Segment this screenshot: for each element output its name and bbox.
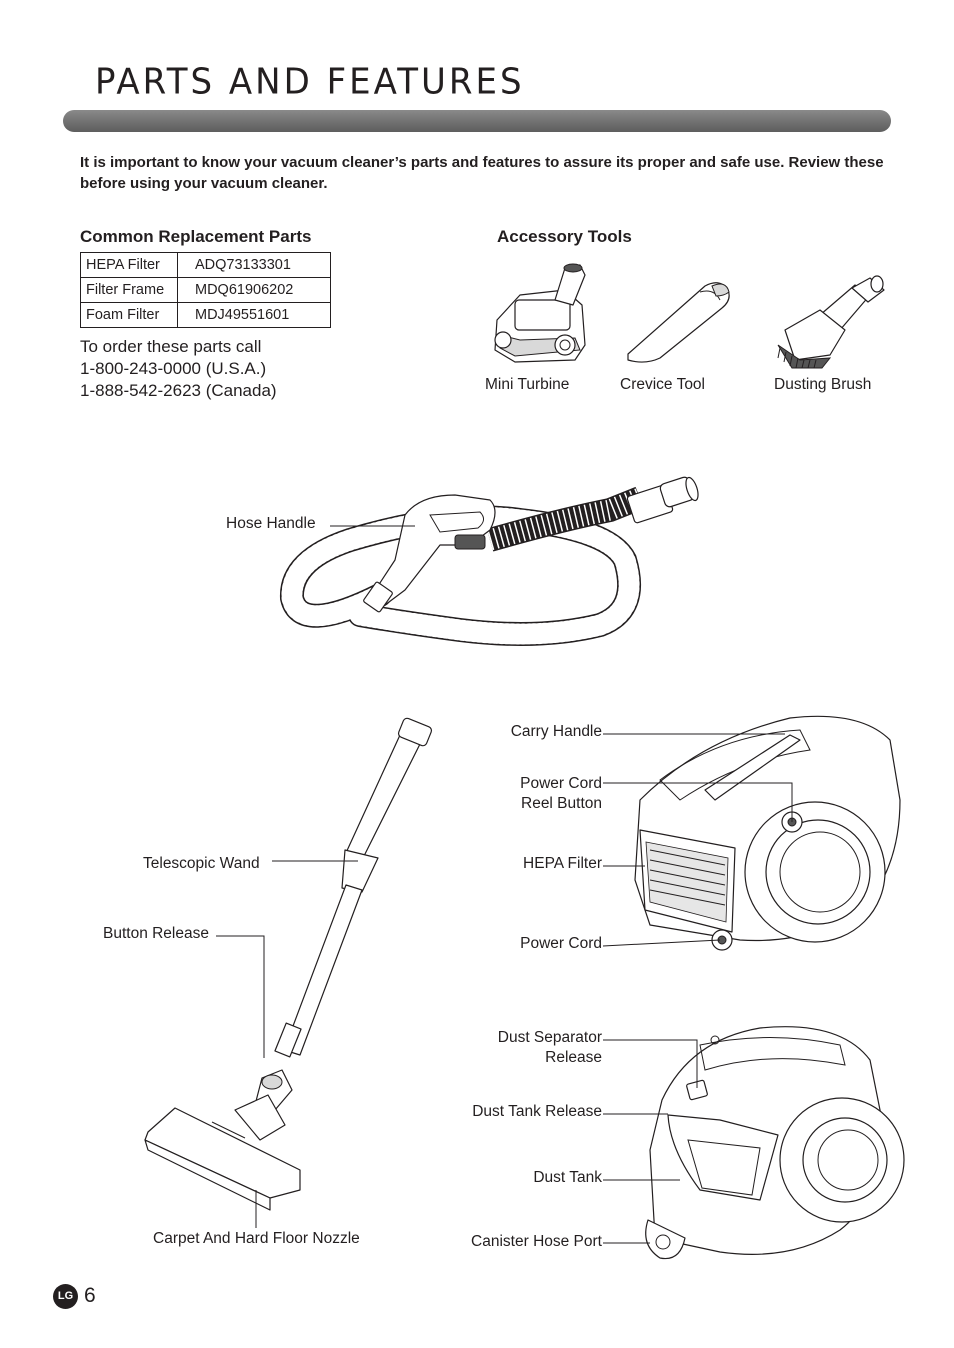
intro-text: It is important to know your vacuum clea…: [80, 154, 884, 192]
part-name: HEPA Filter: [80, 252, 178, 278]
order-phone-usa: 1-800-243-0000 (U.S.A.): [80, 359, 267, 378]
label-power-cord-reel-line2: Reel Button: [521, 795, 602, 812]
label-dust-separator-line1: Dust Separator: [497, 1029, 602, 1046]
label-canister-hose-port: Canister Hose Port: [471, 1233, 602, 1250]
label-carpet-nozzle: Carpet And Hard Floor Nozzle: [153, 1230, 360, 1247]
lg-logo-icon: LG: [53, 1284, 78, 1309]
label-telescopic-wand: Telescopic Wand: [143, 855, 260, 872]
table-row: Filter Frame MDQ61906202: [80, 277, 331, 303]
order-info: To order these parts call 1-800-243-0000…: [80, 336, 277, 402]
label-power-cord: Power Cord: [520, 935, 602, 952]
part-code: MDQ61906202: [177, 277, 331, 303]
order-phone-canada: 1-888-542-2623 (Canada): [80, 381, 277, 400]
label-hepa-filter: HEPA Filter: [523, 855, 602, 872]
label-button-release: Button Release: [103, 925, 209, 942]
page-number: 6: [84, 1284, 96, 1307]
label-power-cord-reel-line1: Power Cord: [520, 775, 602, 792]
dusting-brush-caption: Dusting Brush: [774, 376, 872, 393]
accessory-tools-heading: Accessory Tools: [497, 227, 632, 246]
wand-illustration: [144, 717, 433, 1211]
table-row: Foam Filter MDJ49551601: [80, 302, 331, 328]
label-carry-handle: Carry Handle: [510, 723, 602, 740]
label-dust-tank-release: Dust Tank Release: [472, 1103, 602, 1120]
title-divider-bar: [63, 110, 891, 132]
part-name: Foam Filter: [80, 302, 178, 328]
table-row: HEPA Filter ADQ73133301: [80, 252, 331, 278]
label-dust-separator-line2: Release: [545, 1049, 602, 1066]
label-dust-tank: Dust Tank: [533, 1169, 602, 1186]
order-line: To order these parts call: [80, 337, 262, 356]
page-title: PARTS AND FEATURES: [95, 61, 525, 103]
part-name: Filter Frame: [80, 277, 178, 303]
replacement-parts-table: HEPA Filter ADQ73133301 Filter Frame MDQ…: [80, 252, 331, 328]
canister-illustration-top: [634, 715, 901, 951]
part-code: MDJ49551601: [177, 302, 331, 328]
leader-lines: [216, 525, 793, 1244]
crevice-tool-illustration: [627, 282, 730, 363]
label-hose-handle: Hose Handle: [226, 515, 316, 532]
crevice-tool-caption: Crevice Tool: [620, 376, 706, 393]
mini-turbine-caption: Mini Turbine: [485, 376, 570, 393]
canister-illustration-bottom: [645, 1026, 905, 1260]
mini-turbine-illustration: [494, 263, 586, 363]
replacement-parts-heading: Common Replacement Parts: [80, 227, 312, 246]
hose-illustration: [280, 476, 699, 646]
dusting-brush-illustration: [777, 275, 885, 369]
